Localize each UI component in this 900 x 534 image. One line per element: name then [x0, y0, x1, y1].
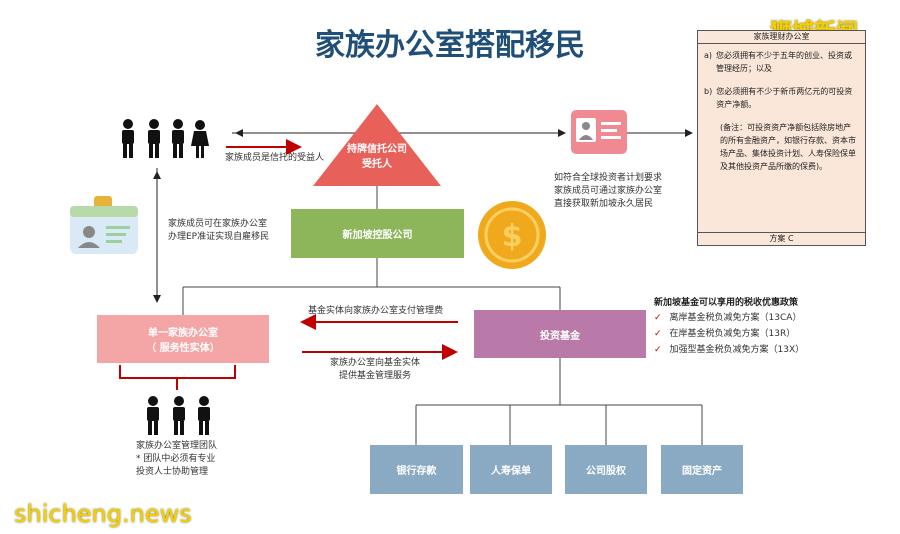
- team-bracket: [119, 365, 236, 379]
- work-pass-line-1: 家族成员可在家族办公室: [168, 219, 268, 229]
- panel-note: (备注：可投资资产净额包括除房地产的所有金融资产，如银行存款、资本市场产品、集体…: [720, 123, 856, 171]
- holding-company-box: 新加坡控股公司: [291, 209, 464, 258]
- team-note: 家族办公室管理团队 * 团队中必须有专业 投资人士协助管理: [136, 440, 217, 479]
- family-beneficiary-label: 家族成员是信托的受益人: [225, 153, 325, 163]
- asset-company-equity: 公司股权: [565, 445, 647, 494]
- tax-scheme-1: ✓ 离岸基金税负减免方案（13CA）: [654, 312, 804, 325]
- id-card-left-icon: [70, 196, 138, 254]
- panel-item-b: b) 您必须拥有不少于新币两亿元的可投资资产净额。: [704, 85, 859, 111]
- check-icon: ✓: [654, 329, 662, 339]
- gip-line-3: 直接获取新加坡永久居民: [554, 199, 654, 209]
- svg-text:$: $: [502, 219, 523, 254]
- asset-fixed-assets: 固定资产: [661, 445, 743, 494]
- work-pass-note: 家族成员可在家族办公室 办理EP准证实现自雇移民: [168, 218, 269, 244]
- team-line-3: 投资人士协助管理: [136, 467, 209, 477]
- work-pass-line-2: 办理EP准证实现自雇移民: [168, 232, 270, 242]
- single-family-office-box: 单一家族办公室 （ 服务性实体）: [97, 315, 269, 363]
- fee-arrow-label: 基金实体向家族办公室支付管理费: [308, 306, 444, 316]
- panel-body: a) 您必须拥有不少于五年的创业、投资或管理经历；以及 b) 您必须拥有不少于新…: [698, 44, 865, 176]
- check-icon: ✓: [654, 345, 662, 355]
- panel-item-a: a) 您必须拥有不少于五年的创业、投资或管理经历；以及: [704, 49, 859, 75]
- gip-note: 如符合全球投资者计划要求 家族成员可通过家族办公室 直接获取新加坡永久居民: [554, 172, 662, 211]
- coin-icon: $: [478, 201, 546, 269]
- tax-scheme-2: ✓ 在岸基金税负减免方案（13R）: [654, 328, 804, 341]
- tax-scheme-3-text: 加强型基金税负减免方案（13X）: [669, 345, 805, 355]
- single-fo-line-1: 单一家族办公室: [148, 328, 218, 339]
- trust-triangle: [313, 104, 441, 186]
- management-team-icon: [147, 396, 210, 435]
- panel-item-b-text: 您必须拥有不少于新币两亿元的可投资资产净额。: [716, 87, 853, 109]
- tax-scheme-3: ✓ 加强型基金税负减免方案（13X）: [654, 344, 804, 357]
- asset-bank-deposit: 银行存款: [370, 445, 463, 494]
- single-fo-line-2: （ 服务性实体）: [146, 343, 220, 354]
- asset-life-insurance: 人寿保单: [470, 445, 552, 494]
- page-title: 家族办公室搭配移民: [315, 28, 585, 63]
- team-line-2: * 团队中必须有专业: [136, 454, 216, 464]
- gip-line-2: 家族成员可通过家族办公室: [554, 186, 663, 196]
- requirement-panel: 家族理财办公室 a) 您必须拥有不少于五年的创业、投资或管理经历；以及 b) 您…: [697, 30, 866, 246]
- panel-header: 家族理财办公室: [698, 31, 865, 44]
- tax-title: 新加坡基金可以享用的税收优惠政策: [654, 298, 799, 308]
- family-people-icon: [122, 119, 209, 158]
- tax-scheme-1-text: 离岸基金税负减免方案（13CA）: [669, 313, 802, 323]
- service-line-2: 提供基金管理服务: [339, 371, 412, 381]
- id-card-right-icon: [571, 110, 627, 154]
- trust-line-2: 受托人: [362, 159, 392, 170]
- panel-item-a-marker: a): [704, 51, 713, 60]
- service-arrow-label: 家族办公室向基金实体 提供基金管理服务: [330, 357, 420, 383]
- tax-scheme-2-text: 在岸基金税负减免方案（13R）: [669, 329, 796, 339]
- panel-item-b-marker: b): [704, 87, 713, 96]
- gip-line-1: 如符合全球投资者计划要求: [554, 173, 663, 183]
- service-line-1: 家族办公室向基金实体: [330, 358, 421, 368]
- watermark-bottom: shicheng.news: [14, 500, 192, 528]
- tax-schemes: 新加坡基金可以享用的税收优惠政策 ✓ 离岸基金税负减免方案（13CA） ✓ 在岸…: [654, 295, 804, 357]
- investment-fund-box: 投资基金: [474, 310, 646, 358]
- trust-label: 持牌信托公司 受托人: [313, 140, 441, 170]
- team-line-1: 家族办公室管理团队: [136, 441, 218, 451]
- panel-item-a-text: 您必须拥有不少于五年的创业、投资或管理经历；以及: [716, 51, 853, 73]
- check-icon: ✓: [654, 313, 662, 323]
- trust-line-1: 持牌信托公司: [347, 144, 407, 155]
- panel-footer: 方案 C: [698, 232, 865, 245]
